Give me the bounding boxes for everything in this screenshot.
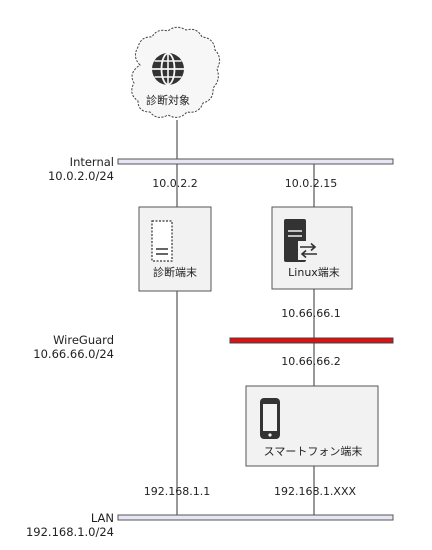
diag-node: 診断端末 <box>138 206 212 292</box>
target-label: 診断対象 <box>146 93 190 107</box>
linux-wireguard-ip: 10.66.66.1 <box>281 307 340 320</box>
server-transfer-icon <box>284 219 319 262</box>
diag-label: 診断端末 <box>153 265 197 279</box>
linux-internal-ip: 10.0.2.15 <box>285 177 337 190</box>
internal-bus <box>117 158 394 165</box>
diag-internal-ip: 10.0.2.2 <box>152 177 197 190</box>
smartphone-icon <box>260 398 280 439</box>
wireguard-network-name: WireGuard <box>53 333 114 347</box>
internal-network-name: Internal <box>70 155 114 169</box>
phone-label: スマートフォン端末 <box>264 444 363 458</box>
diag-lan-ip: 192.168.1.1 <box>144 485 210 498</box>
linux-node: Linux端末 <box>271 206 353 290</box>
phone-lan-ip: 192.168.1.XXX <box>274 485 357 498</box>
wireguard-network-cidr: 10.66.66.0/24 <box>33 347 114 361</box>
server-outline-icon <box>151 220 173 262</box>
lan-network-cidr: 192.168.1.0/24 <box>26 525 114 539</box>
target-cloud: 診断対象 <box>131 26 221 118</box>
wireguard-bus <box>229 337 394 344</box>
globe-icon <box>152 52 184 86</box>
phone-wireguard-ip: 10.66.66.2 <box>281 355 340 368</box>
lan-bus <box>117 514 394 521</box>
phone-node: スマートフォン端末 <box>245 385 379 467</box>
linux-label: Linux端末 <box>288 265 340 279</box>
internal-network-cidr: 10.0.2.0/24 <box>48 169 114 183</box>
lan-network-name: LAN <box>91 511 114 525</box>
